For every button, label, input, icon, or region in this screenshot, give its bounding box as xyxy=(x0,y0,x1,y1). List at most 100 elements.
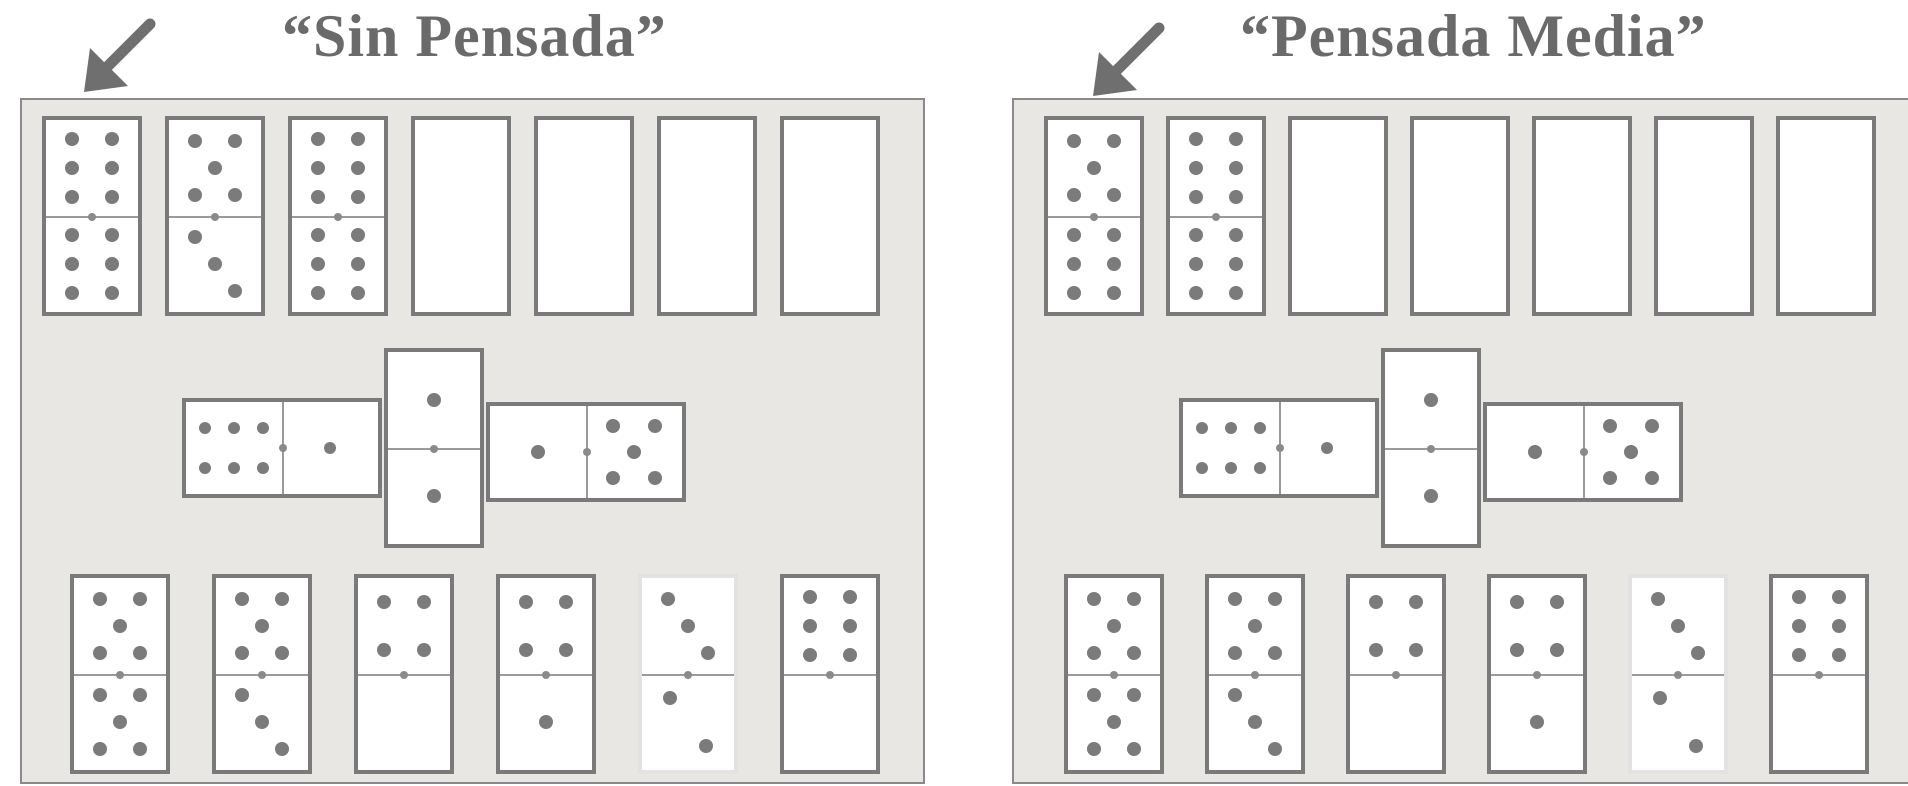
domino-tile[interactable] xyxy=(486,402,686,502)
domino-pip xyxy=(701,646,715,660)
domino-center-dot xyxy=(1212,213,1220,221)
domino-pip xyxy=(133,742,147,756)
domino-center-dot xyxy=(1251,671,1259,679)
domino-pip xyxy=(1268,646,1282,660)
domino-tile[interactable] xyxy=(384,348,484,548)
domino-tile[interactable] xyxy=(1769,574,1869,774)
domino-tile[interactable] xyxy=(780,574,880,774)
domino-center-dot xyxy=(1276,444,1284,452)
domino-pip xyxy=(1229,132,1243,146)
game-board xyxy=(1012,98,1908,784)
domino-pip xyxy=(65,190,79,204)
domino-pip xyxy=(105,132,119,146)
domino-tile[interactable] xyxy=(1381,348,1481,548)
domino-pip xyxy=(1832,619,1846,633)
domino-tile[interactable] xyxy=(165,116,265,316)
domino-center-dot xyxy=(1815,671,1823,679)
domino-tile[interactable] xyxy=(42,116,142,316)
domino-pip xyxy=(1189,132,1203,146)
domino-pip xyxy=(1067,257,1081,271)
domino-tile[interactable] xyxy=(496,574,596,774)
domino-pip xyxy=(1229,228,1243,242)
domino-center-dot xyxy=(1110,671,1118,679)
domino-pip xyxy=(1792,648,1806,662)
domino-pip xyxy=(105,228,119,242)
domino-pip xyxy=(228,462,240,474)
domino-pip xyxy=(417,643,431,657)
domino-tile[interactable] xyxy=(1044,116,1144,316)
empty-tile-slot[interactable] xyxy=(780,116,880,316)
empty-tile-slot[interactable] xyxy=(1654,116,1754,316)
domino-pip xyxy=(661,592,675,606)
domino-pip xyxy=(208,257,222,271)
domino-pip xyxy=(1107,257,1121,271)
domino-center-dot xyxy=(1392,671,1400,679)
domino-tile[interactable] xyxy=(1205,574,1305,774)
domino-center-dot xyxy=(1674,671,1682,679)
empty-tile-slot[interactable] xyxy=(1288,116,1388,316)
domino-pip xyxy=(699,739,713,753)
domino-pip xyxy=(199,422,211,434)
domino-pip xyxy=(275,592,289,606)
domino-tile[interactable] xyxy=(288,116,388,316)
domino-tile[interactable] xyxy=(1628,574,1728,774)
domino-pip xyxy=(351,286,365,300)
domino-pip xyxy=(1189,286,1203,300)
domino-center-dot xyxy=(684,671,692,679)
domino-pip xyxy=(133,592,147,606)
empty-tile-slot[interactable] xyxy=(1532,116,1632,316)
domino-pip xyxy=(188,134,202,148)
domino-pip xyxy=(351,190,365,204)
domino-pip xyxy=(228,134,242,148)
domino-pip xyxy=(311,257,325,271)
domino-pip xyxy=(311,161,325,175)
domino-pip xyxy=(1510,595,1524,609)
domino-pip xyxy=(1189,190,1203,204)
domino-center-dot xyxy=(279,444,287,452)
empty-tile-slot[interactable] xyxy=(657,116,757,316)
domino-pip xyxy=(427,393,441,407)
domino-tile[interactable] xyxy=(638,574,738,774)
empty-tile-slot[interactable] xyxy=(411,116,511,316)
domino-center-dot xyxy=(88,213,96,221)
domino-pip xyxy=(648,419,662,433)
domino-tile[interactable] xyxy=(1179,398,1379,498)
domino-pip xyxy=(93,646,107,660)
domino-pip xyxy=(1228,646,1242,660)
domino-pip xyxy=(228,284,242,298)
domino-tile[interactable] xyxy=(1166,116,1266,316)
domino-pip xyxy=(133,646,147,660)
domino-tile[interactable] xyxy=(70,574,170,774)
domino-tile[interactable] xyxy=(1064,574,1164,774)
domino-tile[interactable] xyxy=(212,574,312,774)
domino-pip xyxy=(1510,643,1524,657)
domino-pip xyxy=(1832,648,1846,662)
empty-tile-slot[interactable] xyxy=(534,116,634,316)
domino-tile[interactable] xyxy=(182,398,382,498)
domino-center-dot xyxy=(583,448,591,456)
domino-tile[interactable] xyxy=(1487,574,1587,774)
domino-pip xyxy=(1550,595,1564,609)
domino-pip xyxy=(188,188,202,202)
domino-tile[interactable] xyxy=(354,574,454,774)
empty-tile-slot[interactable] xyxy=(1776,116,1876,316)
domino-pip xyxy=(1653,691,1667,705)
domino-tile[interactable] xyxy=(1346,574,1446,774)
domino-pip xyxy=(93,742,107,756)
domino-pip xyxy=(105,257,119,271)
domino-pip xyxy=(257,462,269,474)
domino-pip xyxy=(1107,228,1121,242)
domino-pip xyxy=(1550,643,1564,657)
domino-pip xyxy=(519,595,533,609)
empty-tile-slot[interactable] xyxy=(1410,116,1510,316)
domino-pip xyxy=(1107,286,1121,300)
domino-pip xyxy=(427,489,441,503)
domino-pip xyxy=(93,592,107,606)
game-board xyxy=(20,98,925,784)
domino-tile[interactable] xyxy=(1483,402,1683,502)
domino-pip xyxy=(1645,419,1659,433)
domino-pip xyxy=(1369,595,1383,609)
domino-pip xyxy=(1127,688,1141,702)
domino-pip xyxy=(1645,471,1659,485)
domino-pip xyxy=(255,715,269,729)
